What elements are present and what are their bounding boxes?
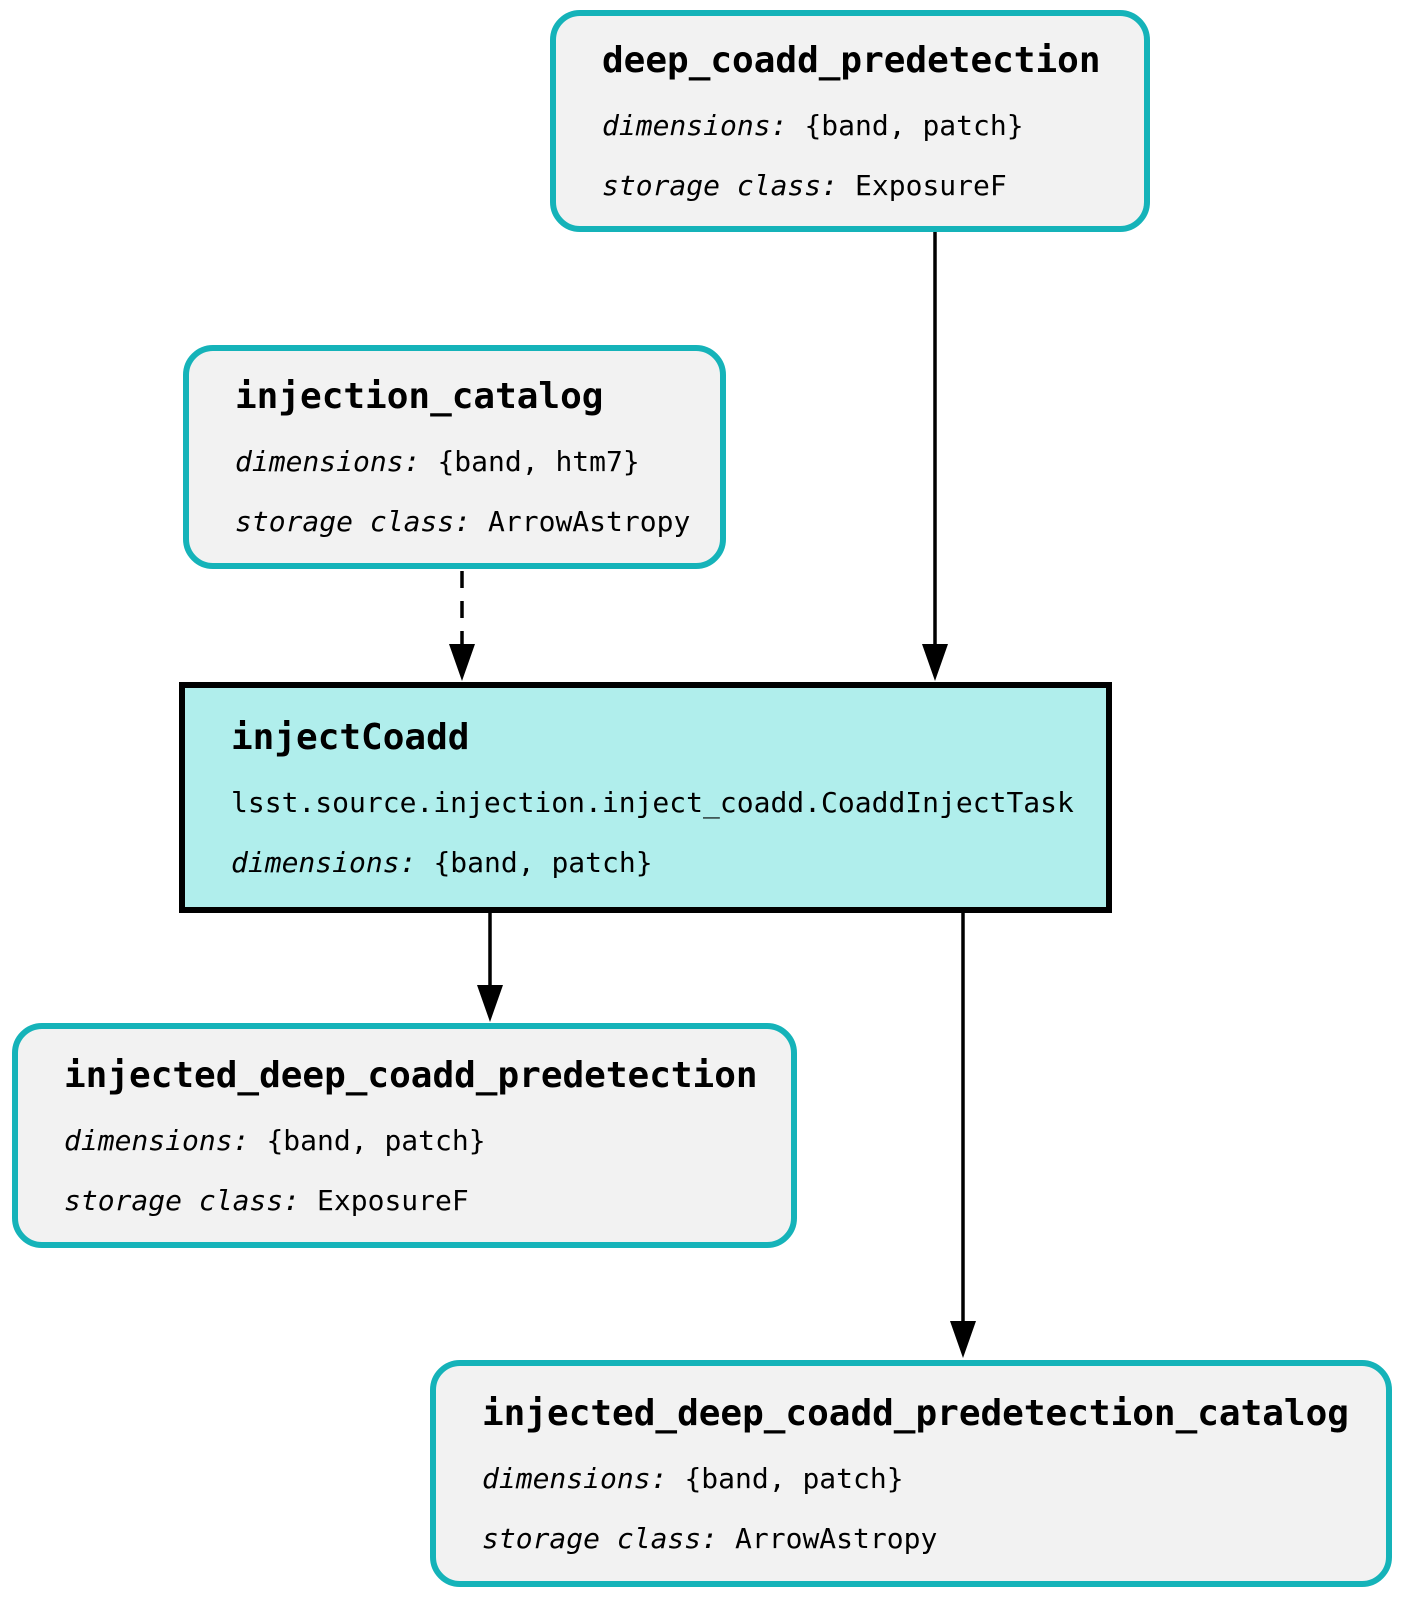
storage-class-label: storage class: <box>235 505 472 538</box>
node-title: injectCoadd <box>231 716 470 758</box>
edge-injectcoadd-to-injected-deep-coadd-predetection <box>477 913 503 1022</box>
node-title: deep_coadd_predetection <box>602 40 1101 81</box>
edge-injectcoadd-to-injected-deep-coadd-predetection-catalog <box>950 913 976 1358</box>
storage-class-value: ArrowAstropy <box>488 505 691 538</box>
node-deep-coadd-predetection: deep_coadd_predetection dimensions: {band… <box>550 10 1150 232</box>
node-injection-catalog: injection_catalog dimensions: {band, htm7… <box>183 345 726 569</box>
storage-class-label: storage class: <box>602 169 839 202</box>
dimensions-label: dimensions: <box>482 1461 668 1495</box>
node-dimensions: dimensions: {band, patch} <box>231 846 1094 880</box>
task-class-path: lsst.source.injection.inject_coadd.Coadd… <box>231 786 1094 820</box>
node-storage-class: storage class: ArrowAstropy <box>235 505 708 539</box>
node-dimensions: dimensions: {band, patch} <box>602 109 1132 143</box>
node-injectcoadd-task: injectCoadd lsst.source.injection.inject… <box>179 682 1112 913</box>
dimensions-value: {band, htm7} <box>437 445 640 478</box>
dimensions-value: {band, patch} <box>684 1461 904 1495</box>
node-storage-class: storage class: ExposureF <box>64 1184 779 1218</box>
edge-injection-catalog-to-injectcoadd <box>449 571 475 681</box>
node-dimensions: dimensions: {band, htm7} <box>235 445 708 479</box>
node-dimensions: dimensions: {band, patch} <box>482 1462 1374 1496</box>
dimensions-value: {band, patch} <box>266 1123 486 1157</box>
node-title: injection_catalog <box>235 376 604 417</box>
storage-class-label: storage class: <box>64 1183 301 1217</box>
storage-class-value: ExposureF <box>317 1183 469 1217</box>
node-injected-deep-coadd-predetection: injected_deep_coadd_predetection dimensi… <box>12 1023 797 1248</box>
dimensions-label: dimensions: <box>602 109 788 142</box>
node-title: injected_deep_coadd_predetection_catalog <box>482 1392 1349 1434</box>
node-injected-deep-coadd-predetection-catalog: injected_deep_coadd_predetection_catalog… <box>430 1360 1392 1587</box>
dimensions-label: dimensions: <box>64 1123 250 1157</box>
dimensions-value: {band, patch} <box>433 845 653 879</box>
node-dimensions: dimensions: {band, patch} <box>64 1124 779 1158</box>
dimensions-label: dimensions: <box>231 845 417 879</box>
node-title: injected_deep_coadd_predetection <box>64 1054 758 1096</box>
task-class-value: lsst.source.injection.inject_coadd.Coadd… <box>231 785 1074 819</box>
node-storage-class: storage class: ExposureF <box>602 169 1132 203</box>
dimensions-value: {band, patch} <box>804 109 1024 142</box>
storage-class-value: ExposureF <box>855 169 1007 202</box>
edge-deep-coadd-predetection-to-injectcoadd <box>922 232 948 681</box>
storage-class-label: storage class: <box>482 1521 719 1555</box>
storage-class-value: ArrowAstropy <box>735 1521 938 1555</box>
node-storage-class: storage class: ArrowAstropy <box>482 1522 1374 1556</box>
dimensions-label: dimensions: <box>235 445 421 478</box>
